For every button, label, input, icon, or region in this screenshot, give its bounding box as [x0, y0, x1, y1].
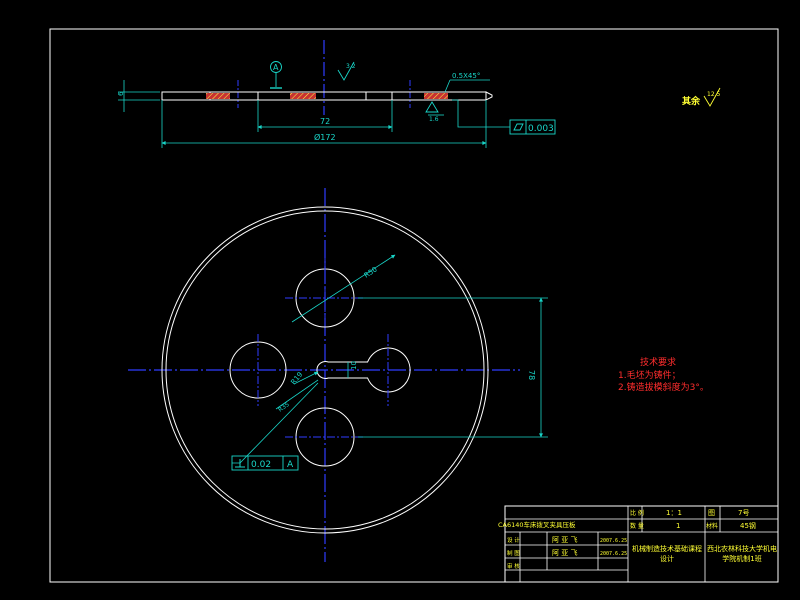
school-name: 西北农林科技大学机电学院机制1班	[707, 545, 777, 563]
chamfer-edge	[485, 91, 493, 101]
tech-note-item: 2.铸造拔模斜度为3°。	[618, 381, 709, 393]
remaining-roughness-label: 其余	[682, 95, 701, 107]
course-name: 机械制造技术基础课程设计	[632, 545, 702, 563]
section-hatch	[290, 93, 316, 99]
perp-frame	[231, 455, 299, 471]
scale-value: 1：1	[666, 509, 682, 517]
drafter-name: 阿 亚 飞	[552, 548, 577, 557]
datum-letter: A	[273, 63, 279, 72]
roughness-triangle	[425, 101, 439, 113]
hole-radius-text: R19	[289, 371, 304, 387]
technical-notes: 技术要求 1.毛坯为铸件； 2.铸造拔模斜度为3°。	[618, 356, 709, 393]
perp-value: 0.02	[251, 460, 271, 470]
tech-note-item: 1.毛坯为铸件；	[618, 369, 681, 381]
section-hatch	[206, 93, 230, 99]
plan-view: R50 R19 R35 10 78 0.02 A	[128, 188, 548, 562]
drawing-no-label: 图	[708, 509, 715, 517]
flatness-icon	[513, 123, 524, 131]
height-dimension-text: 6	[117, 91, 125, 96]
datum-circle	[270, 61, 282, 73]
flatness-frame	[509, 119, 556, 135]
drawing-no-value: 7号	[738, 509, 749, 517]
remaining-roughness-symbol	[703, 87, 721, 107]
school-box: 西北农林科技大学机电学院机制1班	[707, 545, 777, 563]
chamfer-leader	[444, 79, 451, 93]
circle-radius-leader	[275, 379, 319, 410]
scale-label: 比 例	[630, 509, 644, 517]
qty-value: 1	[676, 522, 680, 530]
designer-label: 设 计	[507, 536, 520, 544]
course-box: 机械制造技术基础课程设计	[632, 545, 702, 563]
chamfer-note: 0.5X45°	[452, 72, 480, 80]
drawing-border	[49, 28, 779, 583]
designer-date: 2007.6.25	[600, 538, 627, 544]
outer-plate-circle	[161, 206, 489, 534]
remaining-roughness: 其余 12.5	[682, 87, 721, 107]
material-value: 45钢	[740, 521, 756, 530]
outer-chamfer-circle	[165, 210, 485, 530]
perp-datum: A	[287, 460, 294, 470]
designer-name: 阿 亚 飞	[552, 535, 577, 544]
qty-label: 数 量	[630, 522, 644, 530]
roughness-mid-text: 3.2	[346, 63, 356, 70]
bore-dimension-text: 72	[320, 117, 330, 126]
circle-radius-text: R35	[277, 401, 291, 414]
roughness-small-text: 1.6	[429, 116, 439, 123]
flatness-value: 0.003	[528, 124, 554, 134]
section-view: 6 72 Ø172 A 3.2 0.5X45° 1.6 0.003	[117, 40, 556, 148]
section-hatch	[424, 93, 448, 99]
hole-radius-leader	[293, 371, 319, 385]
keyhole-slot	[316, 347, 411, 393]
drawing-title: CA6140车床拨叉夹具压板	[498, 520, 576, 529]
drafter-label: 制 图	[507, 549, 520, 557]
tech-notes-title: 技术要求	[640, 356, 676, 368]
material-label: 材料	[706, 522, 718, 530]
roughness-symbol	[337, 61, 355, 81]
remaining-roughness-value: 12.5	[707, 91, 721, 98]
title-block-frame	[504, 505, 779, 583]
drafter-date: 2007.6.25	[600, 551, 627, 557]
radius-leader	[291, 254, 396, 323]
slot-width-text: 10	[350, 361, 358, 370]
flatness-leader	[452, 99, 510, 128]
reviewer-label: 审 核	[507, 562, 520, 570]
title-block: CA6140车床拨叉夹具压板 比 例 1：1 图 7号 数 量 1 材料 45钢…	[498, 505, 779, 583]
vertical-dimension-text: 78	[527, 370, 536, 380]
outer-dimension-text: Ø172	[314, 132, 336, 142]
